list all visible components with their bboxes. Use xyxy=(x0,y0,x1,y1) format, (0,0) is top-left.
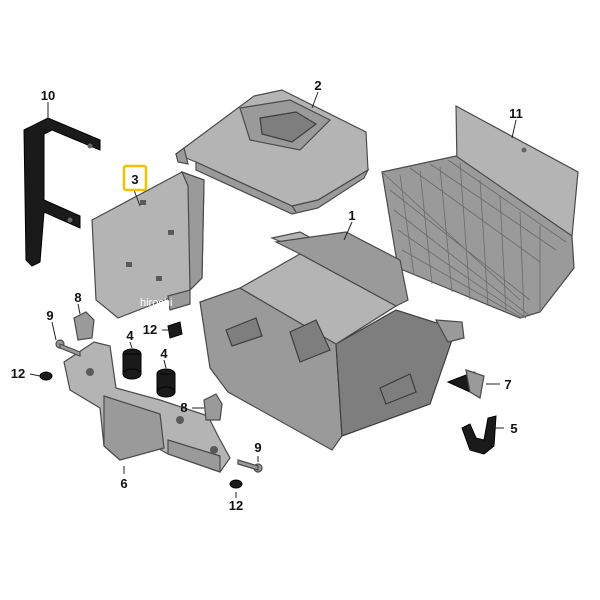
part-12-nut-middle xyxy=(167,321,183,339)
callout-7: 7 xyxy=(504,377,511,392)
leader-lines xyxy=(29,91,517,498)
part-12-nut-left xyxy=(39,371,53,381)
part-10-bracket xyxy=(23,117,101,267)
callout-8-lower: 8 xyxy=(180,400,187,415)
callout-2: 2 xyxy=(314,78,321,93)
part-6-lower-bracket xyxy=(63,341,231,473)
callout-9-upper: 9 xyxy=(46,308,53,323)
callout-6: 6 xyxy=(120,476,127,491)
part-2-tray xyxy=(174,89,370,215)
part-7-clip xyxy=(446,369,485,399)
part-1-battery-box xyxy=(199,231,465,451)
callout-11: 11 xyxy=(509,106,523,121)
callout-4-lower: 4 xyxy=(160,346,168,361)
callout-8-upper: 8 xyxy=(74,290,81,305)
callout-3: 3 xyxy=(131,172,138,187)
watermark: hirochi xyxy=(140,297,172,309)
part-9-screw-lower xyxy=(237,459,263,473)
callout-4-upper: 4 xyxy=(126,328,134,343)
part-8-clip-lower xyxy=(203,393,223,421)
callout-10: 10 xyxy=(41,88,55,103)
callout-9-lower: 9 xyxy=(254,440,261,455)
callout-12-lower: 12 xyxy=(229,498,243,513)
part-4-grommet-upper xyxy=(122,348,142,380)
callout-5: 5 xyxy=(510,421,517,436)
part-11-basket xyxy=(381,104,579,319)
callout-1: 1 xyxy=(348,208,355,223)
part-12-nut-lower xyxy=(229,479,243,489)
part-5-strap xyxy=(461,415,497,455)
callout-3-highlight xyxy=(122,164,148,192)
callout-12-left: 12 xyxy=(11,366,25,381)
part-3-plate xyxy=(91,170,205,319)
part-9-screw-upper xyxy=(55,339,81,357)
part-4-grommet-lower xyxy=(156,368,176,398)
callout-12-middle: 12 xyxy=(143,322,157,337)
part-8-clip-upper xyxy=(73,311,95,341)
